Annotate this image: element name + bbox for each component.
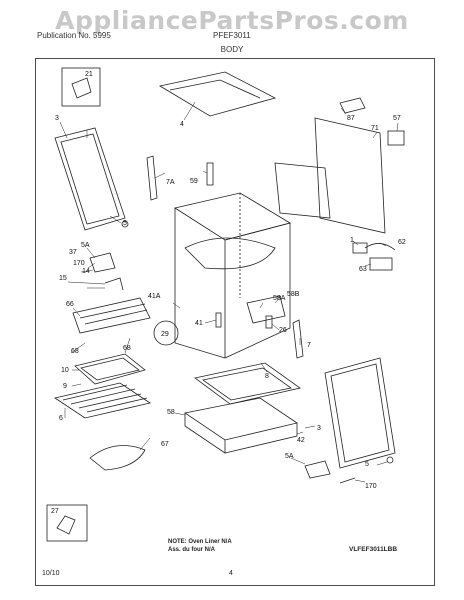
clip-41	[215, 312, 222, 328]
door-frame-3	[54, 127, 126, 231]
door-window-3-right	[330, 363, 390, 463]
drawer-top-inner	[202, 367, 292, 401]
bake-element-66	[72, 297, 151, 334]
diagram-code: VLFEF3011LBB	[349, 546, 398, 553]
callout-7: 7	[307, 342, 311, 349]
callout-4: 4	[180, 121, 184, 128]
page-number: 4	[229, 570, 233, 577]
callout-87: 87	[347, 115, 355, 122]
note-line-english: NOTE: Oven Liner N/A	[168, 539, 232, 545]
cabinet-top	[173, 192, 292, 241]
drawer-58-front	[184, 413, 226, 454]
oven-rack-6	[54, 382, 151, 419]
publication-number: Publication No. 5995	[37, 31, 111, 40]
callout-1: 1	[350, 237, 354, 244]
callout-14: 14	[82, 268, 90, 275]
callout-58: 58	[167, 409, 175, 416]
bake-element-coils	[79, 303, 148, 325]
callout-63: 63	[359, 266, 367, 273]
sensor-59	[206, 162, 214, 186]
part-27-shape	[56, 515, 76, 535]
callout-59: 59	[190, 178, 198, 185]
callout-58b: 58B	[287, 291, 300, 298]
callout-7a: 7A	[166, 179, 175, 186]
callout-58a: 58A	[273, 295, 286, 302]
label-57	[387, 130, 405, 146]
terminal-15	[104, 277, 124, 291]
broil-pan-10	[74, 353, 146, 385]
wire-62	[364, 243, 396, 251]
leader-lines	[59, 101, 399, 483]
bracket-87	[339, 97, 366, 114]
hinge-7	[292, 319, 304, 359]
callout-57: 57	[393, 115, 401, 122]
inset-box-27	[46, 504, 88, 542]
inset-box-21	[61, 67, 101, 107]
callout-67: 67	[161, 441, 169, 448]
broil-pan-insert-9	[80, 357, 140, 381]
hinge-receptacle-5a-right	[304, 460, 331, 479]
door-frame-3-right	[324, 357, 396, 469]
callout-68-right: 68	[123, 345, 131, 352]
callout-170-bottom: 170	[365, 483, 377, 490]
callout-15: 15	[59, 275, 67, 282]
insulation-wrap	[184, 237, 276, 270]
hinge-170-right	[339, 477, 356, 484]
back-wall-detail	[274, 162, 331, 219]
callout-5a-top: 5A	[81, 242, 90, 249]
callout-41a: 41A	[148, 293, 161, 300]
panel-58a	[246, 295, 286, 324]
callout-8: 8	[265, 373, 269, 380]
hinge-receptacle-5a	[89, 252, 116, 273]
callout-5-bottom: 5	[365, 461, 369, 468]
model-number: PFEF3011	[213, 31, 251, 40]
parts-diagram: 21 4 87 3 71 57 7A 59 5 37 5A 170 15 14 …	[35, 58, 435, 586]
screw-5	[121, 220, 129, 228]
note-line-french: Ass. du four N/A	[168, 547, 216, 553]
callout-27: 27	[51, 508, 59, 515]
callout-62: 62	[398, 239, 406, 246]
callout-5a-bottom: 5A	[285, 453, 294, 460]
cabinet-front-side	[224, 222, 291, 359]
bracket-26	[265, 315, 273, 329]
cabinet-left-side	[174, 208, 226, 359]
callout-9: 9	[63, 383, 67, 390]
callout-68-left: 68	[71, 348, 79, 355]
callout-29: 29	[161, 331, 169, 338]
callout-3-top: 3	[55, 115, 59, 122]
screw-5-right	[386, 456, 394, 464]
drawer-58	[183, 397, 298, 441]
oven-rack-wires	[62, 384, 148, 413]
callout-21: 21	[85, 71, 93, 78]
watermark-logo: AppliancePartsPros.com	[55, 6, 409, 35]
callout-66: 66	[66, 301, 74, 308]
callout-3-bottom: 3	[317, 425, 321, 432]
top-panel-4	[158, 71, 277, 117]
drawer-42	[224, 423, 298, 454]
note-block: NOTE: Oven Liner N/A Ass. du four N/A	[168, 538, 232, 554]
diagram-canvas: 21 4 87 3 71 57 7A 59 5 37 5A 170 15 14 …	[35, 58, 435, 586]
callout-26: 26	[279, 327, 287, 334]
broil-element-67	[89, 445, 146, 471]
top-panel-detail	[169, 79, 261, 99]
drawer-top-8	[194, 362, 301, 405]
callout-170-top: 170	[73, 260, 85, 267]
footer-date: 10/10	[42, 570, 60, 577]
callout-5-top: 5	[123, 220, 127, 227]
section-title: BODY	[220, 45, 244, 54]
diagram-border	[35, 58, 435, 586]
switch-block-63	[369, 257, 393, 271]
callout-37: 37	[69, 249, 77, 256]
callout-6: 6	[59, 415, 63, 422]
hinge-7a	[146, 155, 158, 201]
bracket-21-shape	[71, 77, 92, 99]
callout-10: 10	[61, 367, 69, 374]
door-window-3	[60, 133, 120, 225]
callout-42: 42	[297, 437, 305, 444]
switch-1	[352, 242, 368, 254]
callout-41: 41	[195, 320, 203, 327]
inset-circle-29	[153, 320, 179, 346]
callout-71: 71	[371, 125, 379, 132]
back-panel-71	[314, 117, 386, 234]
